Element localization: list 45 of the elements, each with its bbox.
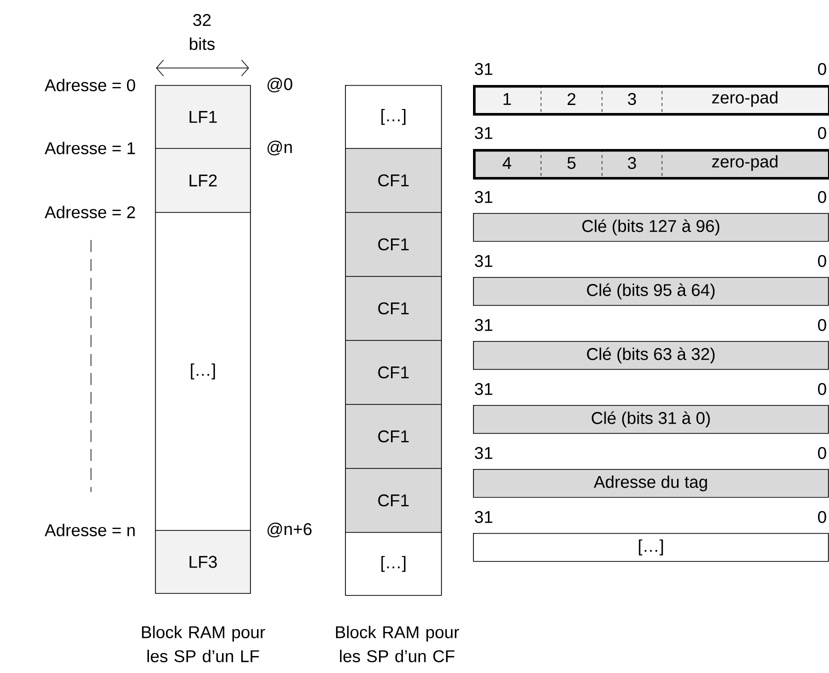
bit-index: 31 [474, 126, 492, 140]
width-label: 32 bits [190, 14, 215, 50]
address-label: Adresse = 0 [44, 78, 136, 92]
bit-index: 31 [474, 190, 492, 204]
memory-cell: Clé (bits 127 à 96) [473, 213, 829, 242]
memory-cell: CF1 [345, 468, 442, 533]
memory-cell: LF1 [155, 85, 251, 149]
bit-index: 0 [818, 254, 826, 268]
memory-cell: CF1 [345, 212, 442, 277]
bit-index: 0 [818, 446, 826, 460]
memory-cell: CF1 [345, 340, 442, 405]
memory-cell: Clé (bits 31 à 0) [473, 405, 829, 434]
memory-cell: CF1 [345, 276, 442, 341]
memory-cell: […] [345, 85, 442, 149]
bit-index: 31 [474, 318, 492, 332]
caption: Block RAM pour les SP d’un LF [142, 626, 266, 662]
address-label: @0 [268, 78, 292, 92]
memory-cell: LF2 [155, 148, 251, 213]
bit-index: 0 [818, 318, 826, 332]
memory-cell: CF1 [345, 148, 442, 213]
bit-index: 0 [818, 126, 826, 140]
bit-index: 31 [474, 254, 492, 268]
bit-index: 31 [474, 446, 492, 460]
bit-field-row: 4 5 3 zero-pad [473, 148, 829, 180]
address-label: @n [268, 140, 292, 156]
memory-cell: […] [345, 532, 442, 596]
memory-cell: LF3 [155, 530, 251, 594]
bit-field-row: 1 2 3 zero-pad [473, 84, 829, 116]
bit-index: 31 [474, 62, 492, 76]
memory-cell: […] [155, 212, 251, 531]
memory-cell: Clé (bits 63 à 32) [473, 341, 829, 370]
address-label: Adresse = 2 [44, 206, 135, 218]
address-label: Adresse = n [44, 524, 135, 536]
memory-cell: Adresse du tag [473, 469, 829, 498]
bit-index: 0 [818, 190, 826, 204]
address-label: Adresse = 1 [44, 142, 135, 154]
bit-index: 31 [474, 382, 492, 396]
memory-cell: […] [473, 533, 829, 562]
bit-index: 0 [818, 382, 826, 396]
caption: Block RAM pour les SP d’un CF [336, 626, 460, 662]
memory-cell: CF1 [345, 404, 442, 469]
bit-index: 31 [474, 510, 492, 524]
address-label: @n+6 [268, 522, 312, 538]
bit-index: 0 [818, 510, 826, 524]
memory-cell: Clé (bits 95 à 64) [473, 277, 829, 306]
